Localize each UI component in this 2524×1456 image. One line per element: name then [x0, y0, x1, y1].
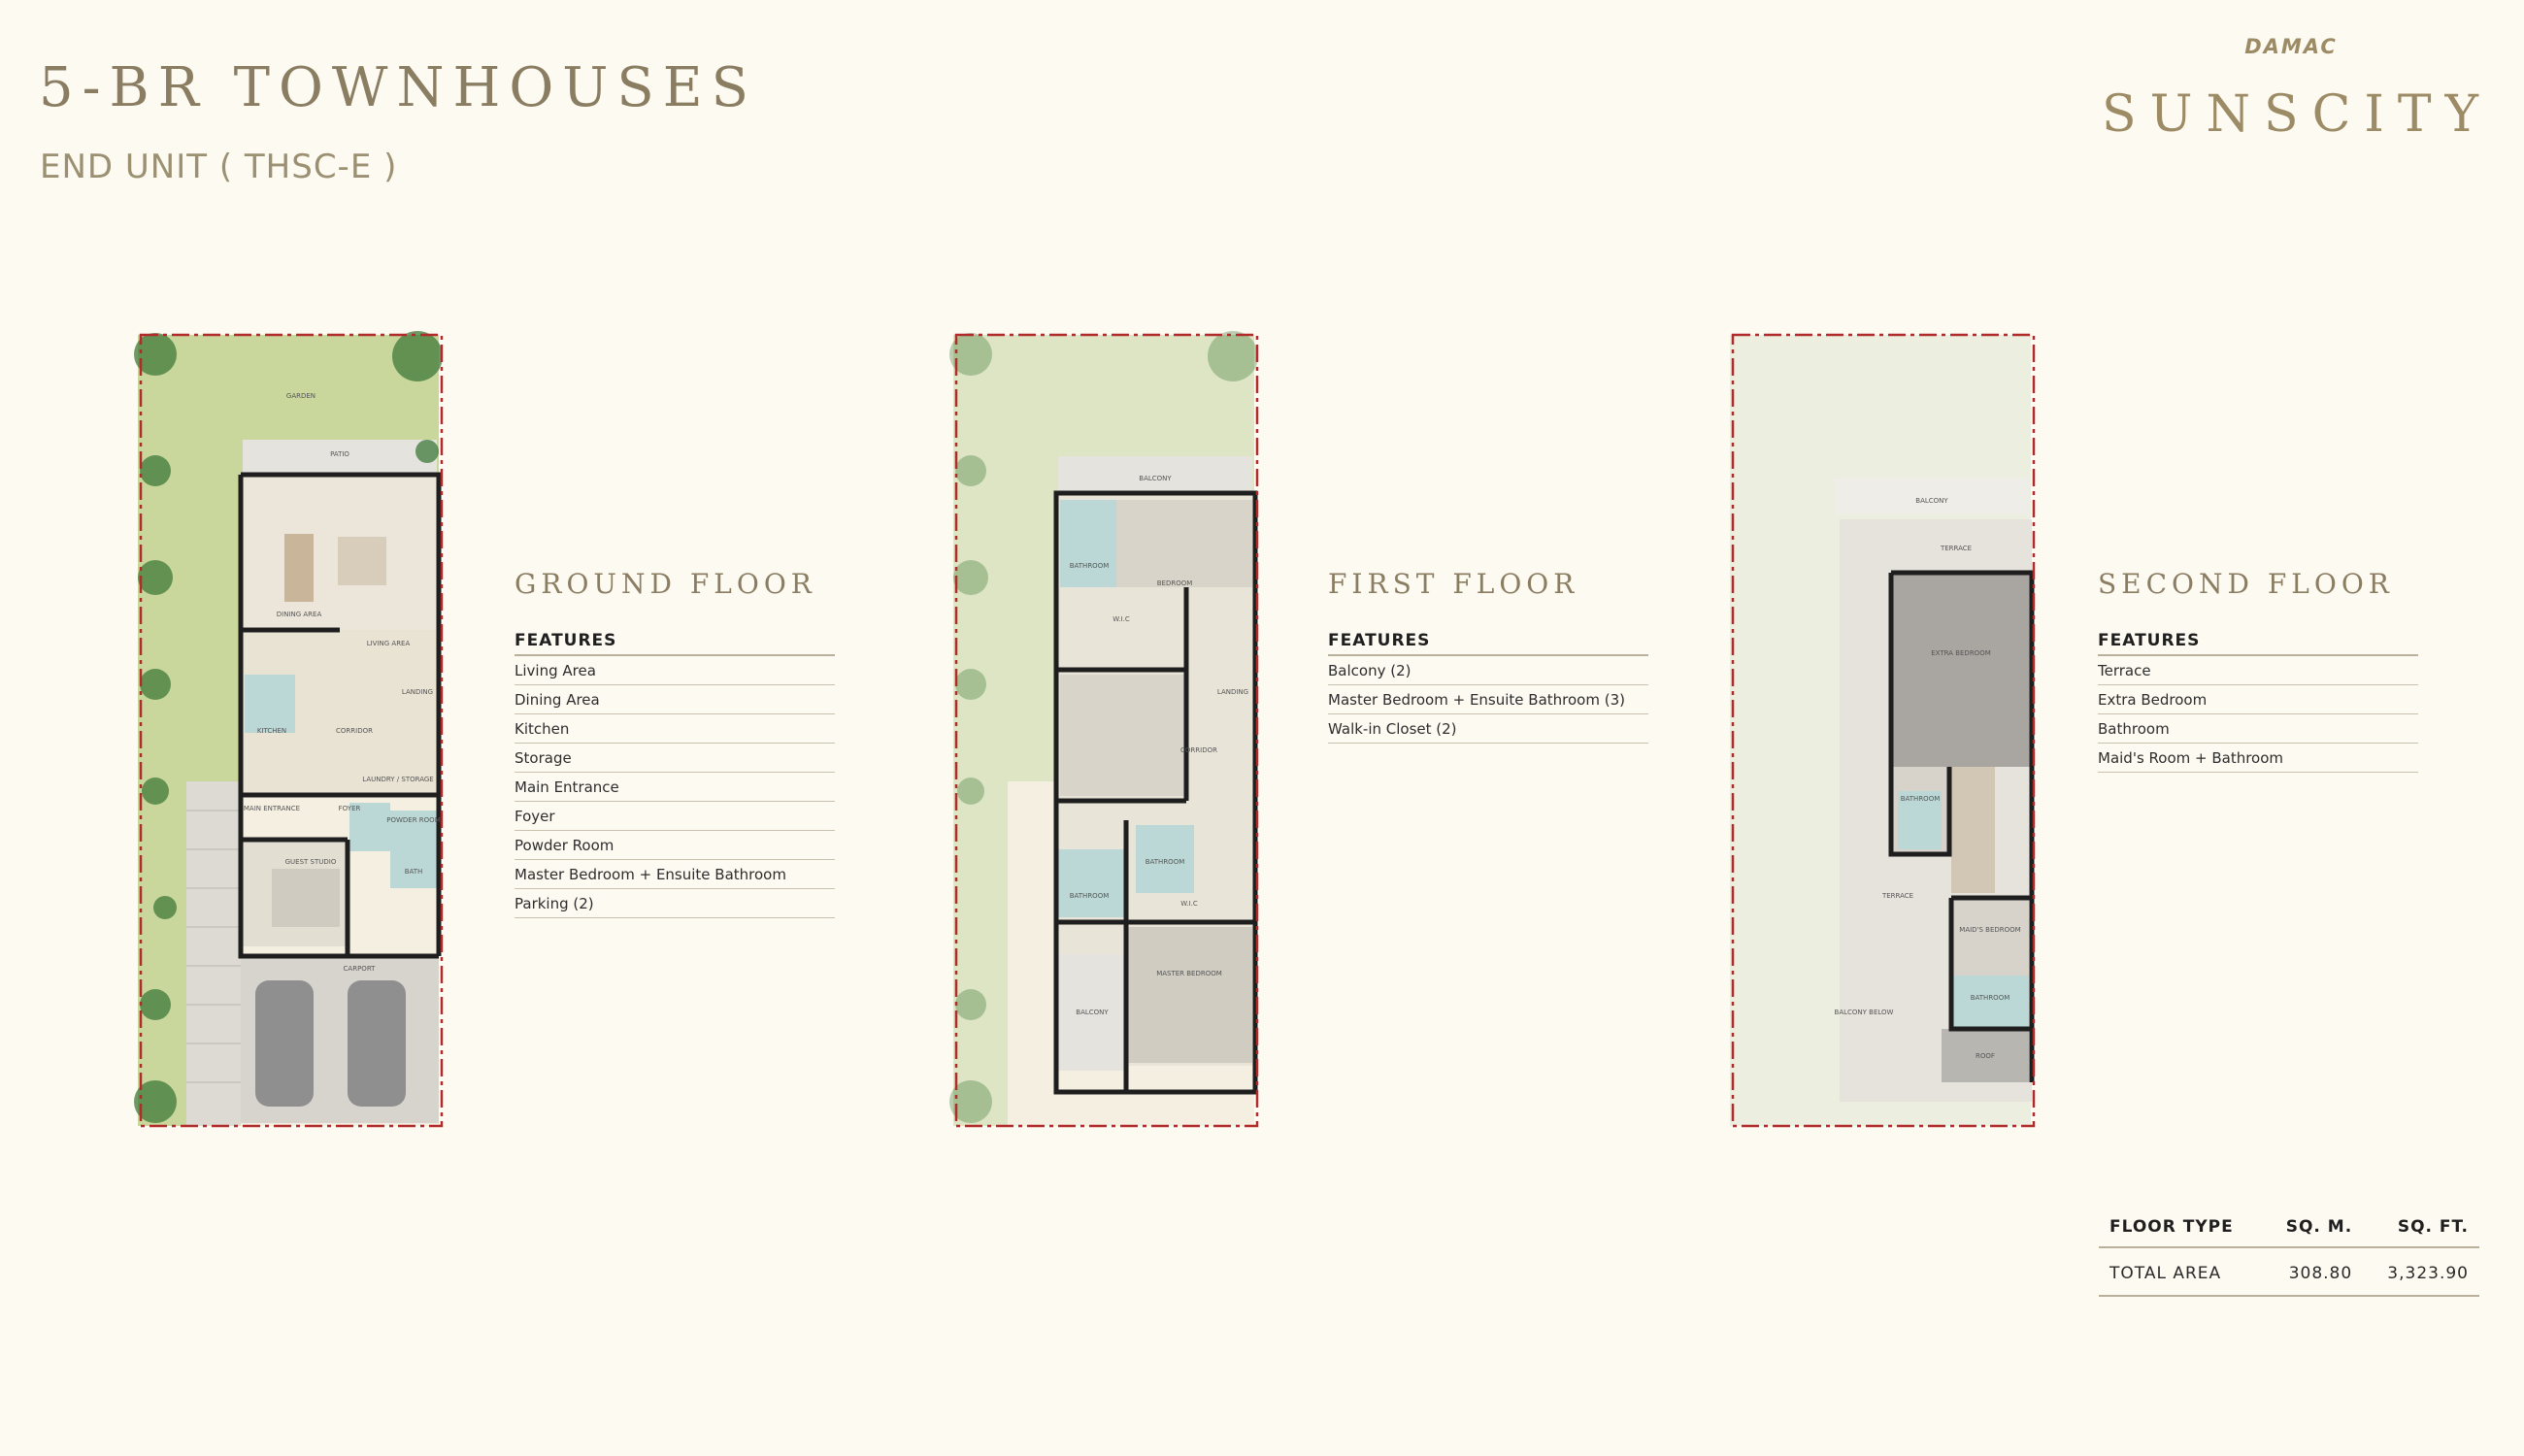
- list-item: Master Bedroom + Ensuite Bathroom (3): [1328, 685, 1648, 714]
- room-label-bedroom: BEDROOM: [1157, 579, 1193, 587]
- room-label-balcony: BALCONY: [1139, 475, 1172, 482]
- list-item: Dining Area: [515, 685, 835, 714]
- second-floor-plan-drawing: BALCONY TERRACE EXTRA BEDROOM BATHROOM T…: [1730, 333, 2036, 1128]
- second-floor-heading: SECOND FLOOR: [2098, 568, 2394, 600]
- room-label-wic: W.I.C: [1113, 615, 1130, 623]
- room-label-wic: W.I.C: [1180, 900, 1198, 908]
- list-item: Main Entrance: [515, 773, 835, 802]
- page-title: 5-BR TOWNHOUSES: [39, 56, 758, 119]
- table-row: TOTAL AREA 308.80 3,323.90: [2099, 1247, 2479, 1297]
- second-floor-feature-list: Terrace Extra Bedroom Bathroom Maid's Ro…: [2098, 656, 2418, 773]
- ground-floor-features: GROUND FLOOR FEATURES Living Area Dining…: [515, 568, 835, 918]
- column-header-floor-type: FLOOR TYPE: [2099, 1204, 2264, 1248]
- room-label-roof: ROOF: [1976, 1052, 1995, 1060]
- page-subtitle: END UNIT ( THSC-E ): [40, 148, 398, 186]
- room-label-landing: LANDING: [1217, 688, 1248, 696]
- room-label-guest-studio: GUEST STUDIO: [285, 858, 337, 866]
- area-table: FLOOR TYPE SQ. M. SQ. FT. TOTAL AREA 308…: [2099, 1204, 2479, 1297]
- room-label-extra-bedroom: EXTRA BEDROOM: [1931, 649, 1991, 657]
- list-item: Living Area: [515, 656, 835, 685]
- brand-logo: DAMAC: [2244, 35, 2338, 58]
- table-cell-sqm: 308.80: [2263, 1247, 2364, 1297]
- room-label-powder-room: POWDER ROOM: [386, 816, 440, 824]
- first-floor-feature-list: Balcony (2) Master Bedroom + Ensuite Bat…: [1328, 656, 1648, 744]
- ground-floor-plan-drawing: GARDEN PATIO DINING AREA LIVING AREA KIT…: [134, 331, 444, 1128]
- list-item: Terrace: [2098, 656, 2418, 685]
- project-logo: SUNSCITY: [2102, 85, 2492, 144]
- ground-floor-features-title: FEATURES: [515, 631, 835, 656]
- room-label-balcony: BALCONY: [1915, 497, 1948, 505]
- ground-floor-heading: GROUND FLOOR: [515, 568, 816, 600]
- project-logo-text: SUNSCITY: [2102, 85, 2492, 144]
- room-label-corridor: CORRIDOR: [336, 727, 373, 735]
- room-label-bathroom: BATHROOM: [1901, 795, 1941, 803]
- room-label-terrace: TERRACE: [1940, 545, 1972, 552]
- room-label-bathroom: BATHROOM: [1971, 994, 2010, 1002]
- room-label-bathroom: BATHROOM: [1146, 858, 1185, 866]
- room-label-laundry: LAUNDRY / STORAGE: [362, 776, 433, 783]
- room-label-balcony: BALCONY: [1076, 1009, 1109, 1016]
- ground-floor-plan: GARDEN PATIO DINING AREA LIVING AREA KIT…: [126, 325, 447, 1136]
- list-item: Walk-in Closet (2): [1328, 714, 1648, 744]
- room-label-living-area: LIVING AREA: [367, 640, 411, 647]
- list-item: Extra Bedroom: [2098, 685, 2418, 714]
- first-floor-plan: BALCONY BATHROOM BEDROOM W.I.C LANDING C…: [942, 325, 1262, 1136]
- room-label-landing: LANDING: [402, 688, 433, 696]
- column-header-sqft: SQ. FT.: [2363, 1204, 2479, 1248]
- list-item: Storage: [515, 744, 835, 773]
- second-floor-features: SECOND FLOOR FEATURES Terrace Extra Bedr…: [2098, 568, 2418, 773]
- room-label-maids-bedroom: MAID'S BEDROOM: [1959, 926, 2020, 934]
- list-item: Maid's Room + Bathroom: [2098, 744, 2418, 773]
- first-floor-heading: FIRST FLOOR: [1328, 568, 1579, 600]
- list-item: Bathroom: [2098, 714, 2418, 744]
- room-label-carport: CARPORT: [344, 965, 377, 973]
- room-label-main-entrance: MAIN ENTRANCE: [244, 805, 300, 812]
- first-floor-features-title: FEATURES: [1328, 631, 1648, 656]
- table-cell-sqft: 3,323.90: [2363, 1247, 2479, 1297]
- list-item: Kitchen: [515, 714, 835, 744]
- list-item: Parking (2): [515, 889, 835, 918]
- table-header-row: FLOOR TYPE SQ. M. SQ. FT.: [2099, 1204, 2479, 1248]
- room-label-terrace: TERRACE: [1881, 892, 1913, 900]
- table-cell-floor-type: TOTAL AREA: [2099, 1247, 2264, 1297]
- room-label-patio: PATIO: [330, 450, 349, 458]
- ground-floor-feature-list: Living Area Dining Area Kitchen Storage …: [515, 656, 835, 918]
- room-label-bathroom: BATHROOM: [1070, 892, 1110, 900]
- list-item: Foyer: [515, 802, 835, 831]
- list-item: Balcony (2): [1328, 656, 1648, 685]
- list-item: Powder Room: [515, 831, 835, 860]
- first-floor-features: FIRST FLOOR FEATURES Balcony (2) Master …: [1328, 568, 1648, 744]
- room-label-bath: BATH: [405, 868, 423, 876]
- column-header-sqm: SQ. M.: [2263, 1204, 2364, 1248]
- room-label-corridor: CORRIDOR: [1180, 746, 1217, 754]
- room-label-dining-area: DINING AREA: [277, 611, 322, 618]
- room-label-garden: GARDEN: [286, 392, 316, 400]
- room-label-foyer: FOYER: [339, 805, 361, 812]
- room-label-balcony-below: BALCONY BELOW: [1835, 1009, 1894, 1016]
- first-floor-plan-drawing: BALCONY BATHROOM BEDROOM W.I.C LANDING C…: [949, 331, 1259, 1128]
- room-label-kitchen: KITCHEN: [257, 727, 286, 735]
- second-floor-plan: BALCONY TERRACE EXTRA BEDROOM BATHROOM T…: [1718, 325, 2039, 1136]
- list-item: Master Bedroom + Ensuite Bathroom: [515, 860, 835, 889]
- second-floor-features-title: FEATURES: [2098, 631, 2418, 656]
- room-label-bathroom: BATHROOM: [1070, 562, 1110, 570]
- room-label-master-bedroom: MASTER BEDROOM: [1156, 970, 1222, 977]
